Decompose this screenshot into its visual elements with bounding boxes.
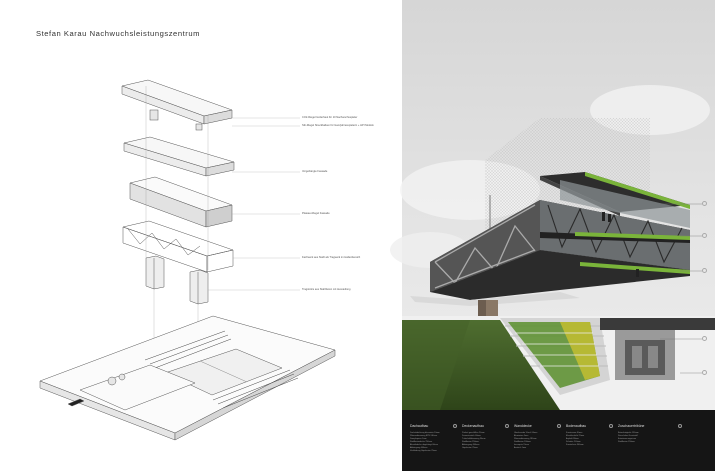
legend-row: Abhängung 400mm — [410, 447, 428, 449]
page-title: Stefan Karau Nachwuchsleistungszentrum — [36, 29, 200, 38]
section-rendering — [390, 0, 715, 471]
legend-marker-icon — [609, 424, 613, 428]
exploded-axonometry — [39, 79, 336, 441]
annotation-label: Vorgehängte Fassade — [302, 170, 328, 173]
legend-row: Akustikdecke abgehängt 60mm — [410, 444, 438, 446]
legend-row: Schotter 200mm — [566, 441, 581, 443]
legend-row: Anstrich 1mm — [514, 447, 527, 449]
legend-row: Glasfassade 3-fach 50mm — [514, 432, 538, 434]
legend-heading: Wanddecke — [514, 424, 532, 428]
legend-row: Elastikschicht 25mm — [566, 435, 585, 437]
legend-row: Wärmedämmung 180mm — [514, 438, 537, 440]
marker-circle — [702, 336, 707, 341]
marker-circle — [702, 370, 707, 375]
legend-row: Abhängung 300mm — [462, 444, 480, 446]
legend-row: Dachabdichtung bituminös 10mm — [410, 432, 440, 434]
marker-circle — [702, 201, 707, 206]
annotation-label: CO2-Riegel Isolierhaut für 10 Nachwuchss… — [302, 116, 358, 119]
annotation-label: Stb-Riegel Streckbalken für Ganzjahressp… — [302, 124, 374, 127]
legend-row: Wärmedämmung EPS 240mm — [410, 435, 438, 437]
legend-marker-icon — [557, 424, 561, 428]
legend-row: Frostschutz 300mm — [566, 444, 584, 446]
legend-row: Stahlbeton 250mm — [462, 441, 479, 443]
legend-marker-icon — [505, 424, 509, 428]
legend-heading: Bodenaufbau — [566, 424, 587, 428]
legend-row: Dampfsperre 2mm — [410, 438, 427, 440]
legend-heading: Dachaufbau — [410, 424, 429, 428]
marker-circle — [702, 233, 707, 238]
legend-row: Zementestrich 60mm — [462, 435, 481, 437]
legend-row: Innenputz 15mm — [514, 444, 529, 446]
legend-heading: Deckenaufbau — [462, 424, 484, 428]
legend-row: Stahlbeton 200mm — [514, 441, 531, 443]
legend-row: Aluminium 5mm — [514, 435, 529, 437]
legend-row: Verkleidung Gipskarton 25mm — [410, 450, 437, 452]
marker-circle — [702, 268, 707, 273]
annotation-label: Plateau-Riegel Fassade — [302, 212, 330, 215]
legend-row: Trittschalldämmung 30mm — [462, 438, 486, 440]
legend-marker-icon — [453, 424, 457, 428]
legend-row: Entwässerungsrinne — [618, 438, 637, 440]
legend-row: Stahlbetondecke 250mm — [410, 441, 433, 443]
legend-marker-icon — [678, 424, 682, 428]
annotation-leaders — [208, 117, 300, 291]
annotation-label: Tragstütze aus Stahlbeton mit Aussteifun… — [302, 288, 351, 291]
legend-row: Kunstrasen 40mm — [566, 432, 583, 434]
legend-row: Gipskarton 25mm — [462, 447, 478, 449]
legend-row: Sitzschalen Kunststoff — [618, 435, 638, 437]
annotation-label: Fachwerk aus Stahl als Tragwerk im Halle… — [302, 256, 361, 259]
legend-row: Asphalt 80mm — [566, 438, 579, 440]
legend-heading: Zuschauertribüne — [618, 424, 645, 428]
legend-row: Stahlbeton 250mm — [618, 441, 635, 443]
legend-row: Betonfertigteile 150mm — [618, 432, 639, 434]
legend-row: Parkett geschliffen 20mm — [462, 432, 485, 434]
